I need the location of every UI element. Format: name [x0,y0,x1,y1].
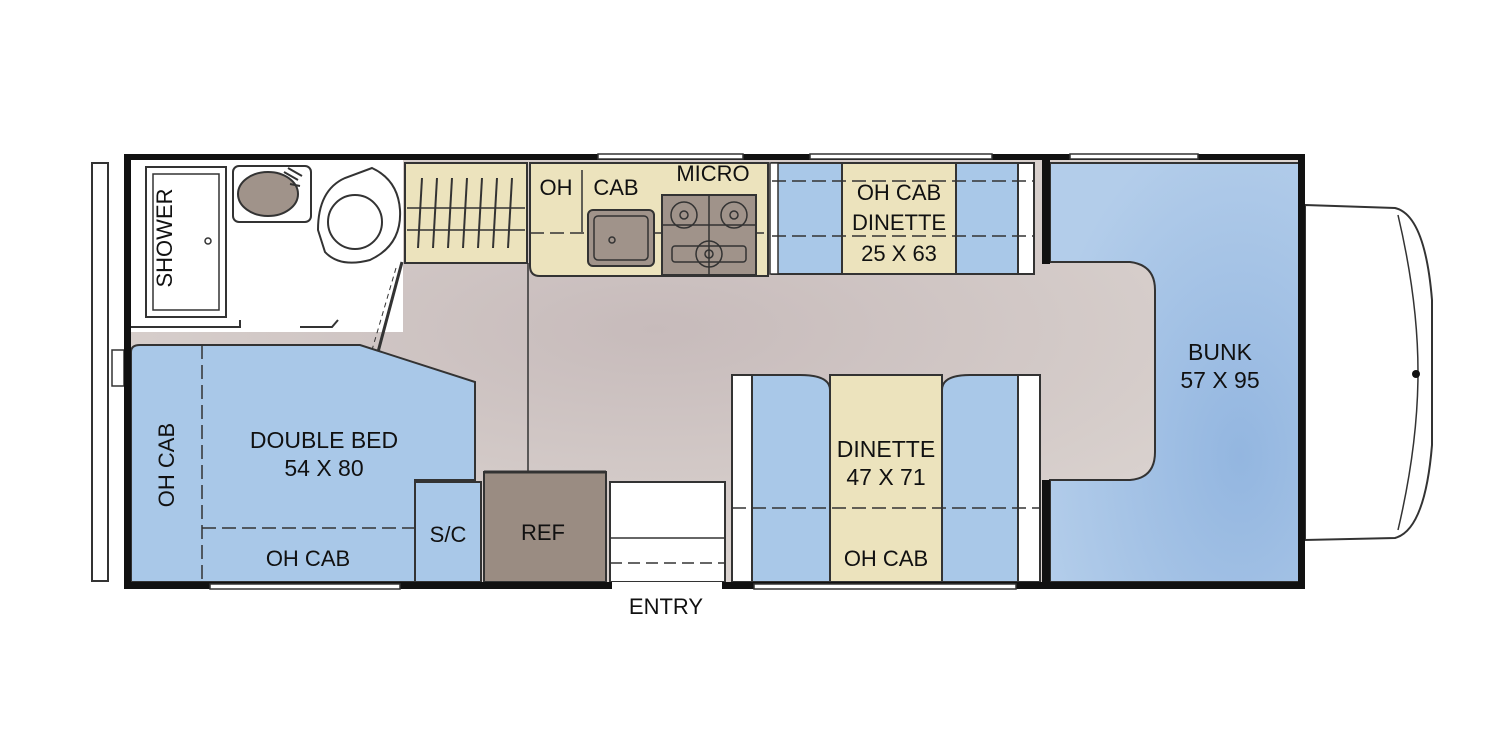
windows [209,153,1199,590]
large-dinette-seat-left [751,374,831,583]
small-dinette-size: 25 X 63 [861,241,937,266]
sink-icon [237,171,299,217]
rear-bumper [91,162,109,582]
shower-stall [145,166,227,318]
kitchen-sink-icon [587,209,655,267]
bunk-label: BUNK [1188,339,1253,365]
cab-nose [1304,203,1433,542]
ref-label: REF [521,520,565,545]
entry-door [612,582,722,589]
large-dinette-size: 47 X 71 [846,464,925,490]
refrigerator [483,471,607,583]
entry-steps [609,481,726,583]
large-dinette-label: DINETTE [837,436,935,462]
small-dinette-label: DINETTE [852,210,946,235]
bath-door [376,261,404,353]
top-oh-cab-label: OH CAB [857,180,941,205]
kitchen-cab-label: CAB [593,175,638,200]
large-dinette-oh-cab-label: OH CAB [844,546,928,571]
large-dinette-table [829,374,943,583]
double-bed-label: DOUBLE BED [250,427,398,453]
small-dinette-seat-left [771,162,843,275]
bunk [1049,162,1304,583]
shower-label: SHOWER [152,189,177,288]
mirror-icon [1412,370,1420,378]
double-bed-size: 54 X 80 [284,455,363,481]
rear-oh-cab-label: OH CAB [154,423,179,507]
small-dinette-seat-right [955,162,1019,275]
bed-oh-cab-label: OH CAB [266,546,350,571]
shower-drain-icon [204,237,212,245]
large-dinette-seat-right [941,374,1019,583]
micro-label: MICRO [676,161,749,186]
sc-label: S/C [430,522,467,547]
sc-cabinet [414,481,482,583]
bunk-size: 57 X 95 [1180,367,1259,393]
entry-label: ENTRY [629,594,703,619]
kitchen-oh-label: OH [540,175,573,200]
